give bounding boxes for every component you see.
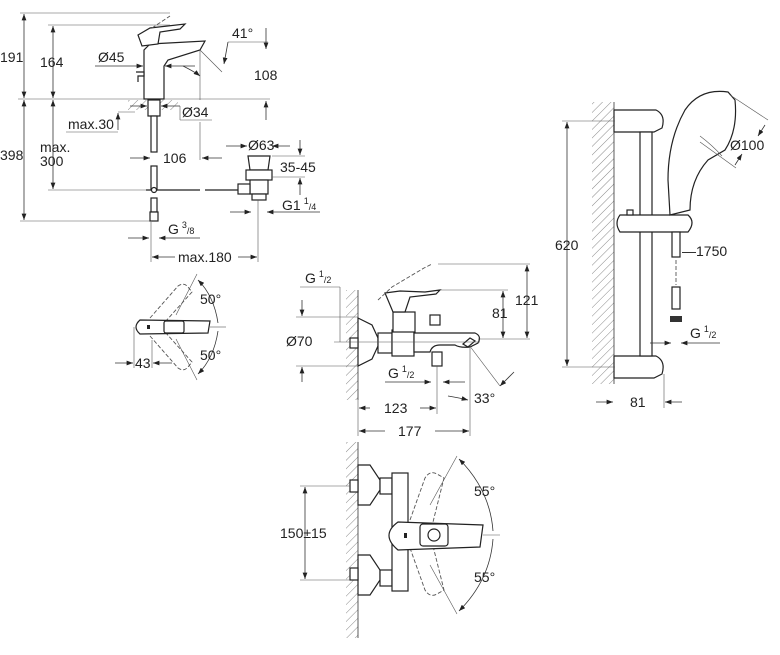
dim-waste-diameter: Ø63 [248, 137, 275, 153]
dim-max-deck: max.30 [68, 116, 114, 132]
dim-bath-lever-angle-up: 55° [474, 483, 495, 499]
shower-hose-lower [671, 286, 681, 310]
bath-spout [413, 332, 481, 353]
rail-slider [616, 214, 693, 233]
basin-lever-top-view: 43 50° 50° [115, 273, 226, 381]
dim-max-below-value: 300 [40, 153, 64, 169]
hand-shower [667, 90, 737, 216]
bath-mixer-top-view: 150±15 55° 55° [280, 442, 500, 638]
dim-bath-lever-height: 121 [515, 292, 539, 308]
bath-top-rosette-upper [357, 464, 381, 506]
rail-bottom-bracket [613, 355, 664, 379]
dim-spout-reach: 108 [254, 67, 278, 83]
dim-waste-offset: 106 [163, 150, 187, 166]
dim-wall-projection: 81 [630, 394, 646, 410]
supply-hose-upper [150, 115, 158, 153]
basin-mixer-view: 191 164 398 max. 300 Ø45 41° 108 [0, 12, 320, 265]
dim-hose-length: —1750 [682, 243, 727, 259]
basin-faucet-body [143, 40, 207, 100]
dim-lever-angle-up: 50° [200, 291, 221, 307]
dim-bath-centres: 150±15 [280, 525, 327, 541]
hose-nut [670, 316, 682, 322]
dim-spout-angle: 41° [232, 25, 253, 41]
dim-body-diameter: Ø45 [98, 49, 125, 65]
dim-bath-lever-angle-down: 55° [474, 569, 495, 585]
supply-hose-lower [150, 197, 158, 213]
dim-rosette-diameter: Ø70 [286, 333, 313, 349]
dim-waste-range: 35-45 [280, 159, 316, 175]
bath-nut [377, 332, 393, 354]
bath-top-rosette-lower [357, 554, 381, 596]
supply-connector [149, 211, 159, 222]
dim-height-total: 191 [0, 49, 24, 65]
basin-shank [147, 99, 161, 117]
dim-base-diameter: Ø34 [182, 104, 209, 120]
dim-bath-outlet-reach: 123 [384, 400, 408, 416]
basin-faucet-lever [137, 23, 187, 47]
dim-bath-body-height: 81 [492, 305, 508, 321]
dim-rail-length: 620 [555, 237, 579, 253]
dim-max-below-label: max. [40, 139, 70, 155]
dim-bath-outlet-angle: 33° [474, 390, 495, 406]
dim-lever-angle-down: 50° [200, 347, 221, 363]
dim-height-spout: 164 [40, 54, 64, 70]
bath-outlet [431, 351, 443, 367]
rail-top-bracket [613, 109, 664, 133]
dim-max-width: max.180 [178, 249, 232, 265]
shower-hose-upper [671, 231, 681, 258]
shower-rail [639, 131, 653, 357]
dim-height-below: 398 [0, 147, 24, 163]
wall-hatch-bath-top [346, 442, 358, 638]
dim-head-diameter: Ø100 [730, 137, 764, 153]
dim-bath-total-reach: 177 [398, 423, 422, 439]
waste-fitting [237, 155, 273, 201]
bath-lever [384, 289, 442, 313]
dim-lever-offset: 43 [135, 355, 151, 371]
wall-hatch-shower [592, 102, 614, 384]
bath-diverter [429, 314, 441, 326]
supply-hose-mid [150, 165, 158, 191]
